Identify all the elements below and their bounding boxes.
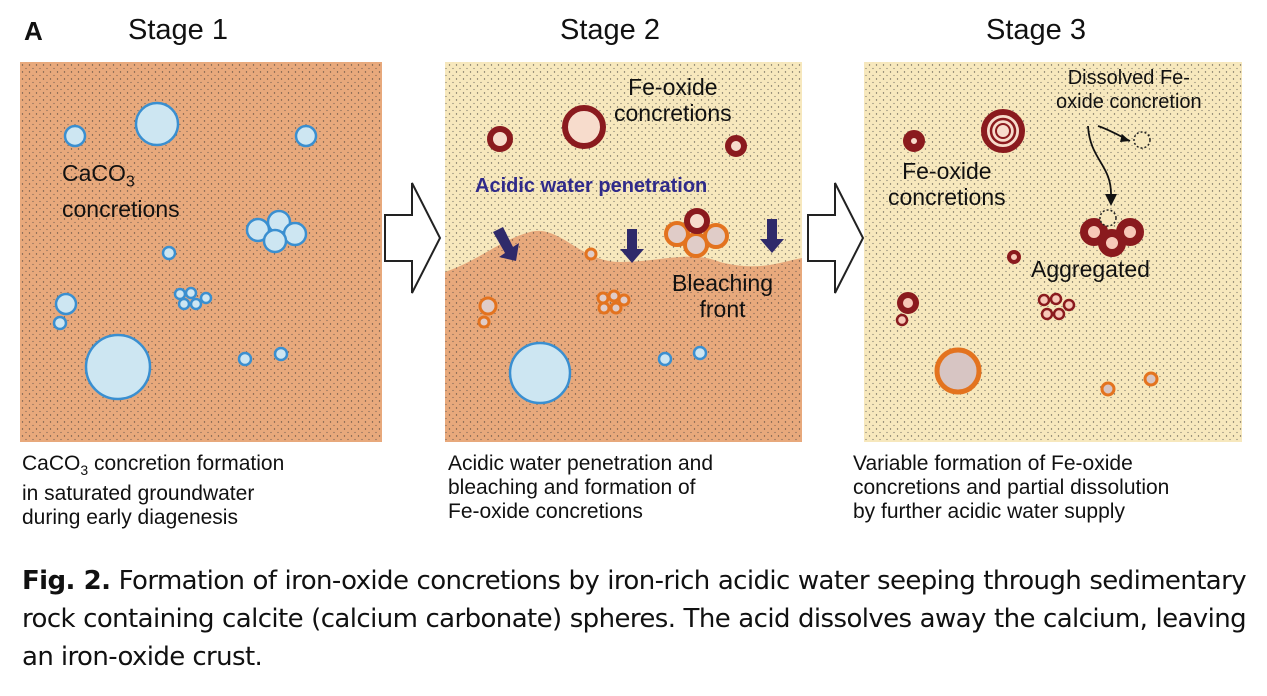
stage3-title: Stage 3 (986, 14, 1086, 46)
stage-arrow-2 (807, 182, 865, 294)
calcite-concretions (52, 101, 318, 401)
aggregated-label: Aggregated (1031, 256, 1150, 282)
fe-oxide-concretions (477, 105, 747, 329)
stage1-title: Stage 1 (128, 14, 228, 46)
stage2-panel (445, 62, 802, 442)
figure-caption: Fig. 2. Formation of iron-oxide concreti… (22, 566, 1247, 672)
stage2-title: Stage 2 (560, 14, 660, 46)
stage1-panel (20, 62, 382, 442)
penetration-arrows (493, 219, 784, 263)
stage-arrow-1 (384, 182, 442, 294)
dissolved-label: Dissolved Fe-oxide concretion (1056, 67, 1202, 113)
acidic-water-label: Acidic water penetration (475, 175, 708, 197)
panel-letter: A (24, 16, 43, 46)
stage3-panel (864, 62, 1242, 442)
